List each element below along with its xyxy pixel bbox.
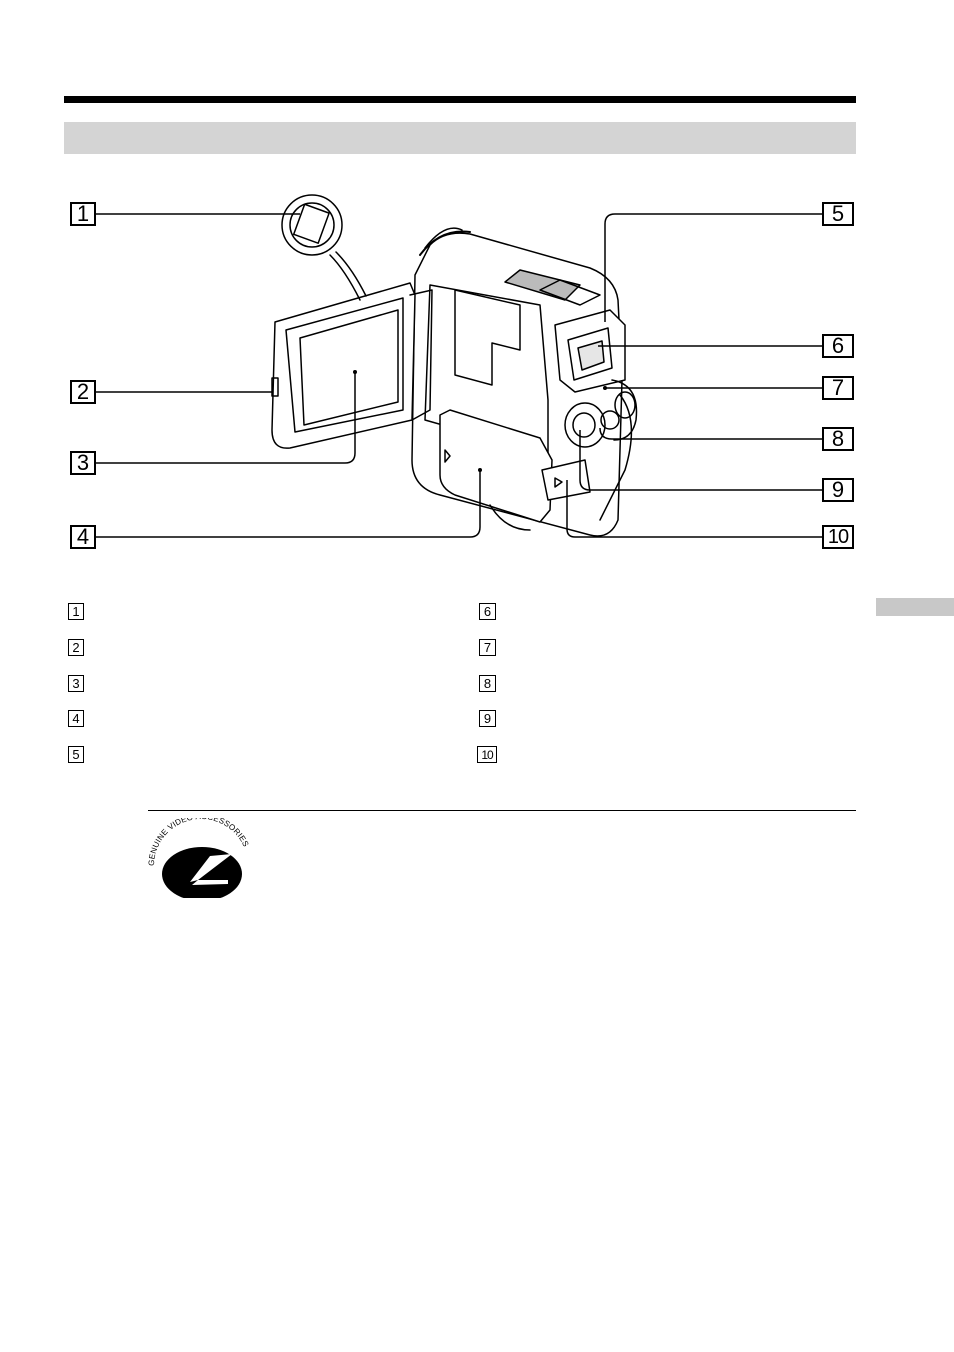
legend-num-5: 5 (68, 746, 84, 763)
callout-4: 4 (70, 525, 96, 549)
legend-num-7: 7 (479, 639, 496, 656)
genuine-accessories-logo: GENUINE VIDEO ACCESSORIES (147, 818, 250, 898)
callout-2: 2 (70, 380, 96, 404)
callout-10: 10 (822, 525, 854, 549)
legend-num-8: 8 (479, 675, 496, 692)
callout-6: 6 (822, 334, 854, 358)
top-rule (64, 96, 856, 103)
footer-rule (148, 810, 856, 811)
legend-num-2: 2 (68, 639, 84, 656)
side-index-tab (876, 598, 954, 616)
camcorder-diagram (96, 194, 822, 538)
legend-num-10: 10 (477, 746, 497, 763)
legend-num-1: 1 (68, 603, 84, 620)
legend-num-3: 3 (68, 675, 84, 692)
legend-num-9: 9 (479, 710, 496, 727)
section-header-band (64, 122, 856, 154)
callout-7: 7 (822, 376, 854, 400)
legend-num-6: 6 (479, 603, 496, 620)
legend-num-4: 4 (68, 710, 84, 727)
callout-3: 3 (70, 451, 96, 475)
callout-1: 1 (70, 202, 96, 226)
callout-8: 8 (822, 427, 854, 451)
callout-5: 5 (822, 202, 854, 226)
callout-9: 9 (822, 478, 854, 502)
